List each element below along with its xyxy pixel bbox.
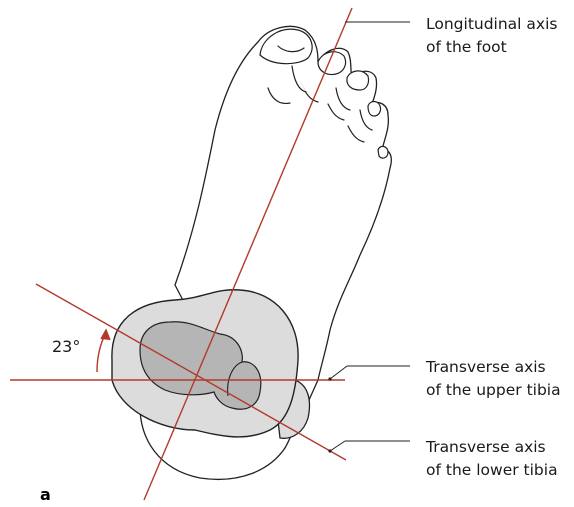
panel-label: a: [40, 485, 51, 504]
angle-arrow: [97, 330, 110, 372]
label-longitudinal-line2: of the foot: [426, 37, 507, 57]
angle-label: 23°: [52, 337, 80, 356]
label-upper-tibia-line2: of the upper tibia: [426, 380, 561, 400]
label-upper-tibia-line1: Transverse axis: [426, 357, 546, 377]
label-longitudinal-line1: Longitudinal axis: [426, 14, 557, 34]
leader-lower-tibia: [330, 441, 345, 451]
leader-upper-tibia: [330, 366, 347, 379]
label-lower-tibia-line2: of the lower tibia: [426, 460, 558, 480]
label-lower-tibia-line1: Transverse axis: [426, 437, 546, 457]
